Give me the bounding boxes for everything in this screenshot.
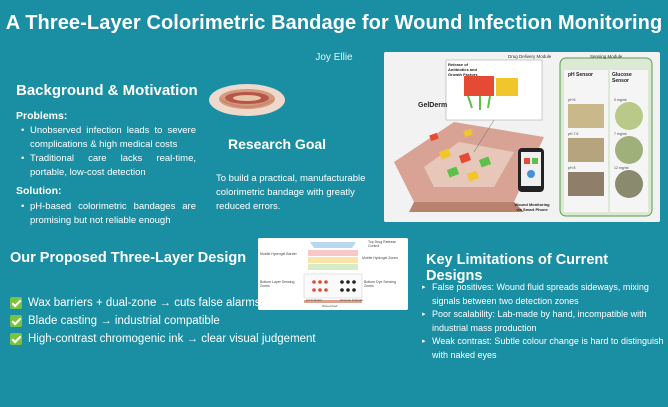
layer-design-figure: Top Drug Release Control Mobile Hydrogel… [258, 238, 408, 310]
design-heading: Our Proposed Three-Layer Design [10, 250, 247, 266]
ph-sensor-label: pH Sensor [568, 72, 594, 78]
checkmark-icon [10, 297, 22, 309]
design-item: High-contrast chromogenic ink → clear vi… [10, 330, 316, 348]
limitation-item: Weak contrast: Subtle colour change is h… [418, 335, 664, 362]
solution-label: Solution: [16, 185, 62, 197]
fig-label-right1: Mobile Hydrogel Zones [362, 256, 398, 260]
checkmark-icon [10, 315, 22, 327]
design-item-text: Wax barriers + dual-zone → cuts false al… [28, 297, 261, 309]
background-heading: Background & Motivation [16, 82, 198, 99]
limitations-list: False positives: Wound fluid spreads sid… [418, 281, 664, 362]
fig-label-right2: Bottom Dye Sensing Zones [364, 280, 396, 288]
sensing-module-label: Sensing Module [590, 54, 623, 59]
ph-row-label: pH 8 [568, 166, 576, 170]
gelderm-label: GelDerm [418, 102, 448, 109]
design-item-text: High-contrast chromogenic ink → clear vi… [28, 333, 316, 345]
fig-label-bottom-right: Glucose Indicator [340, 298, 364, 302]
goal-text: To build a practical, manufacturable col… [216, 173, 366, 212]
release-label: Release of Antibiotics and Growth Factor… [448, 62, 478, 77]
solutions-list: pH-based colorimetric bandages are promi… [16, 200, 196, 228]
glucose-row-label: 12 mg/ml [614, 166, 629, 170]
glucose-sensor-label: Glucose Sensor [612, 72, 632, 84]
limitations-heading: Key Limitations of Current Designs [426, 252, 609, 284]
problems-list: Unobserved infection leads to severe com… [16, 124, 196, 180]
glucose-row-label: 0 mg/ml [614, 98, 627, 102]
fig-label-left1: Mobile Hydrogel Barrier [260, 252, 297, 256]
fig-label-bottom-left: pH Indicator [306, 298, 323, 302]
problem-item: Traditional care lacks real-time, portab… [16, 152, 196, 180]
drug-module-label: Drug Delivery Module [508, 54, 552, 59]
fig-label-base: Wound bed [322, 304, 338, 308]
glucose-row-label: 7 mg/ml [614, 132, 627, 136]
wound-image [207, 80, 287, 120]
checkmark-icon [10, 333, 22, 345]
problem-item: Unobserved infection leads to severe com… [16, 124, 196, 152]
fig-label-left2: Bottom Layer Sensing Zones [260, 280, 295, 288]
limitation-item: Poor scalability: Lab-made by hand, inco… [418, 308, 664, 335]
problems-label: Problems: [16, 110, 68, 122]
design-item-text: Blade casting → industrial compatible [28, 315, 220, 327]
design-list: Wax barriers + dual-zone → cuts false al… [10, 294, 316, 348]
phone-caption: Wound Monitoring via Smart Phone [514, 202, 550, 212]
ph-row-label: pH 7.5 [568, 132, 579, 136]
fig-label-top: Top Drug Release Control [368, 240, 397, 248]
design-item: Wax barriers + dual-zone → cuts false al… [10, 294, 316, 312]
goal-heading: Research Goal [228, 136, 327, 152]
bandage-figure: Drug Delivery Module Sensing Module Rele… [384, 52, 660, 222]
solution-item: pH-based colorimetric bandages are promi… [16, 200, 196, 228]
author-name: Joy Ellie [315, 52, 353, 63]
poster-title: A Three-Layer Colorimetric Bandage for W… [5, 12, 663, 34]
limitation-item: False positives: Wound fluid spreads sid… [418, 281, 664, 308]
ph-row-label: pH 6 [568, 98, 576, 102]
design-item: Blade casting → industrial compatible [10, 312, 316, 330]
